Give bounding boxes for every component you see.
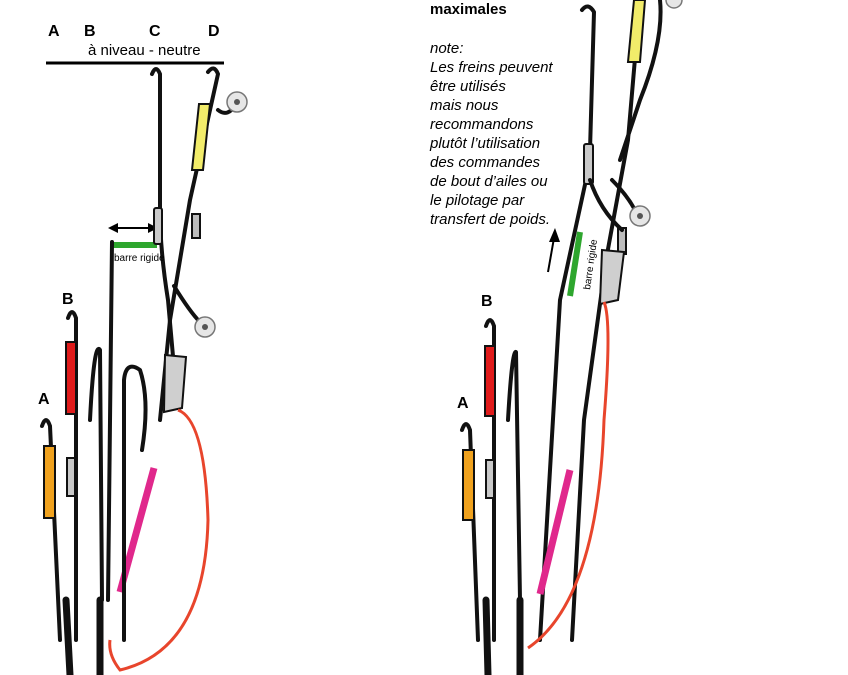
right-panel: maximales note: Les freins peuvent être … (429, 0, 683, 675)
a-riser-tab (462, 449, 475, 521)
d-riser (158, 66, 220, 422)
note-line: de bout d’ailes ou (430, 173, 548, 190)
b-buckle (66, 457, 76, 497)
header-text: maximales (430, 1, 507, 18)
riser-label-b: B (84, 23, 96, 40)
note-line: le pilotage par (430, 192, 525, 209)
rigid-bar (567, 231, 583, 297)
up-arrow-icon (549, 228, 560, 242)
level-neutral-label: à niveau - neutre (88, 42, 201, 59)
note-line: note: (430, 40, 463, 57)
c-buckle (153, 207, 163, 245)
brake-line (108, 408, 210, 672)
b-riser (484, 318, 496, 642)
pulley-icon (665, 0, 683, 9)
b-buckle (485, 459, 495, 499)
group-label-a: A (457, 395, 469, 412)
rigid-bar-strut (106, 240, 114, 602)
riser-label-a: A (48, 23, 60, 40)
brake-handle-mark (536, 469, 574, 595)
b-riser-tab (484, 345, 496, 417)
pulley-icon-center (202, 324, 208, 330)
arrow-head-left-icon (108, 223, 118, 233)
note-line: transfert de poids. (430, 211, 550, 228)
riser-label-c: C (149, 23, 161, 40)
pulley-icon-center (234, 99, 240, 105)
group-label-b: B (62, 291, 74, 308)
c-riser (538, 4, 596, 642)
pulley-icon-center (637, 213, 643, 219)
rigid-bar-label: barre rigide (582, 238, 600, 290)
note-line: plutôt l’utilisation (429, 135, 540, 152)
a-riser (40, 418, 62, 642)
b-secondary-riser (88, 346, 104, 602)
riser-label-d: D (208, 23, 220, 40)
group-label-b: B (481, 293, 493, 310)
b-riser-tab (65, 341, 77, 415)
group-label-a: A (38, 391, 50, 408)
b-riser (66, 310, 78, 642)
rigid-bar-label: barre rigide (114, 253, 165, 264)
up-arrow-shaft (547, 237, 555, 273)
loop-riser (122, 364, 148, 642)
brake-handle-block (162, 353, 188, 414)
note-line: des commandes (430, 154, 541, 171)
brake-handle-block (598, 248, 626, 306)
brake-line (527, 301, 610, 650)
d-connector (191, 213, 201, 239)
note-line: être utilisés (430, 78, 506, 95)
riser-bottom (62, 596, 74, 675)
a-riser (460, 422, 480, 642)
rigid-bar (111, 242, 157, 248)
brake-line-lower (588, 178, 624, 232)
note-line: recommandons (430, 116, 534, 133)
d-riser-tab (626, 0, 647, 63)
riser-bottom (482, 596, 492, 675)
brake-line-mid (172, 284, 202, 324)
note-line: mais nous (430, 97, 499, 114)
a-riser-tab (43, 445, 56, 519)
note-line: Les freins peuvent (430, 59, 553, 76)
left-panel: A B C D à niveau - neutre barre rigide (38, 23, 248, 675)
c-buckle (583, 143, 594, 185)
d-riser-tab (190, 103, 212, 171)
b-secondary-riser (506, 349, 522, 602)
d-secondary-riser (618, 0, 663, 162)
